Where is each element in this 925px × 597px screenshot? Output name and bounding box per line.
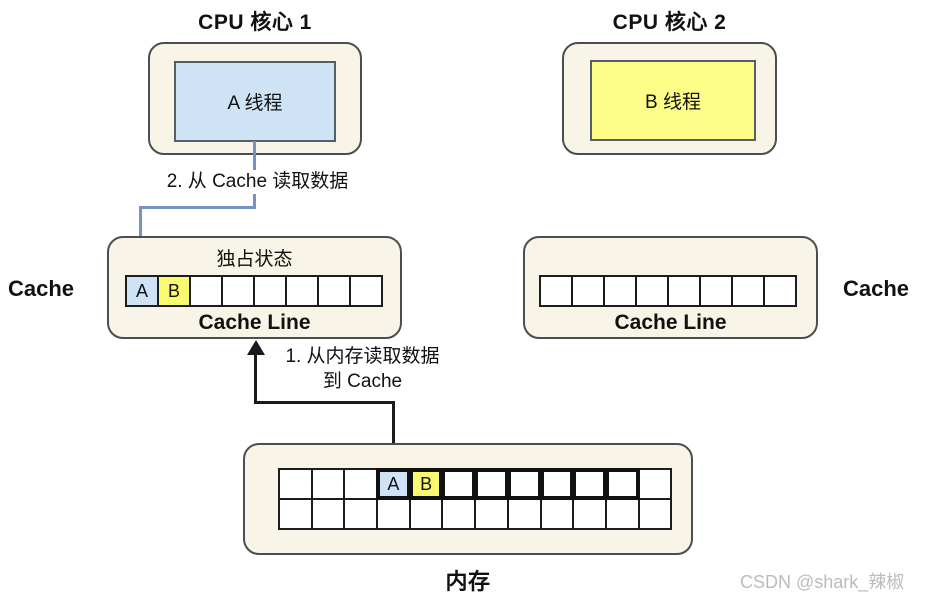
cache-left-line-label: Cache Line [198,311,311,334]
cell-empty [408,498,444,530]
cpu1-title: CPU 核心 1 [198,11,312,34]
cell-empty [474,468,509,500]
watermark: CSDN @shark_辣椒 [740,572,905,592]
cell-a: A [376,468,411,500]
read-cache-label: 2. 从 Cache 读取数据 [166,171,349,192]
cache-left-state-label: 独占状态 [216,249,293,270]
cell-empty [637,498,673,530]
blue-arrow-segment [139,206,256,209]
cell-empty [539,275,573,307]
blue-arrow-segment [253,194,256,209]
thread-a-label: A 线程 [227,93,283,114]
memory-label: 内存 [445,569,491,594]
read-memory-label-line2: 到 Cache [322,371,403,392]
cell-empty [571,275,605,307]
cell-empty [278,468,313,500]
cache-left-side-label: Cache [8,276,75,301]
cell-empty [699,275,733,307]
cell-empty [539,498,575,530]
cell-empty [441,468,477,500]
cache-right-cells [539,275,797,307]
cache-right-side-label: Cache [843,276,910,301]
cell-empty [376,498,411,530]
blue-arrow-segment [253,141,256,170]
cell-empty [253,275,287,307]
cache-right-line-label: Cache Line [614,311,727,334]
cell-empty [604,468,640,500]
blue-arrow-segment [139,206,142,260]
cell-a: A [125,275,159,307]
cell-empty [343,498,379,530]
cell-b: B [408,468,444,500]
cell-empty [667,275,701,307]
cell-empty [506,468,542,500]
cell-empty [349,275,383,307]
cpu1-container: A 线程 [148,42,362,155]
black-arrow-segment [254,353,257,404]
black-arrow-segment [254,401,395,404]
cell-empty [310,498,346,530]
thread-b-label: B 线程 [645,92,701,113]
memory-row-bottom [278,498,673,530]
cpu2-title: CPU 核心 2 [612,11,727,34]
cell-empty [572,468,607,500]
cell-empty [343,468,379,500]
cpu2-container: B 线程 [562,42,777,155]
cell-empty [635,275,669,307]
cell-empty [474,498,509,530]
black-arrowhead-icon [247,340,265,355]
cell-empty [285,275,319,307]
read-memory-label: 1. 从内存读取数据 到 Cache [270,344,455,394]
cell-empty [441,498,477,530]
cell-empty [539,468,575,500]
thread-a-box: A 线程 [174,61,336,142]
cell-empty [221,275,255,307]
cell-empty [603,275,637,307]
cell-empty [506,498,542,530]
thread-b-box: B 线程 [590,60,756,141]
cell-empty [604,498,640,530]
cell-empty [572,498,607,530]
cell-empty [278,498,313,530]
cell-empty [731,275,765,307]
cell-empty [189,275,223,307]
cell-b: B [157,275,191,307]
cell-empty [310,468,346,500]
read-memory-label-line1: 1. 从内存读取数据 [285,346,440,367]
cell-empty [637,468,673,500]
cell-empty [763,275,797,307]
cell-empty [317,275,351,307]
black-arrow-segment [392,401,395,466]
